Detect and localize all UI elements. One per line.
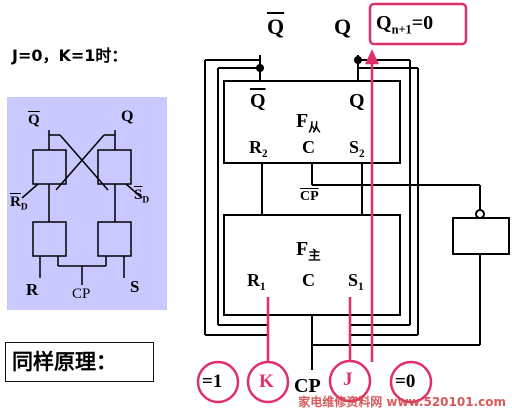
k-circle [246,360,290,404]
mini-s-label: S [130,277,140,296]
q-bar-output-label: Q [267,14,285,39]
slave-s2-label: S2 [349,137,365,160]
master-s1-label: S1 [348,270,364,293]
result-box [368,2,468,46]
cp-bar-label: CP [300,189,319,204]
slave-c-label: C [302,137,315,157]
mini-r-label: R [26,280,39,299]
k-label: K [259,371,274,392]
master-c-label: C [302,270,315,290]
mini-cp-label: CP [72,286,91,302]
slave-q-bar-label: Q [250,90,266,112]
master-box [223,214,401,316]
j-value-label: =0 [395,371,416,392]
q-output-label: Q [334,14,352,39]
principle-box [5,342,154,382]
mini-rd-bar-label: RD [10,194,28,213]
watermark: 家电维修资料网 www.520101.com [298,395,506,409]
j-circle [328,359,372,403]
mini-sd-bar-label: SD [134,187,150,206]
k-value-label: =1 [202,371,223,392]
slave-r2-label: R2 [249,137,268,160]
condition-title: J=0，K=1时： [12,46,128,65]
k-value-circle [196,360,240,404]
inverter-gate [452,217,510,255]
slave-name-label: F从 [296,110,321,135]
mini-q-label: Q [121,108,134,125]
mini-q-bar-label: Q [28,112,40,128]
cp-input-label: CP [294,375,321,397]
mini-flipflop-panel [7,97,167,310]
result-label: Qn+1=0 [376,12,434,37]
slave-q-label: Q [349,90,365,112]
master-r1-label: R1 [247,270,266,293]
principle-label: 同样原理： [12,350,117,374]
master-name-label: F主 [296,238,321,263]
j-label: J [343,369,353,390]
j-value-circle [389,360,433,404]
